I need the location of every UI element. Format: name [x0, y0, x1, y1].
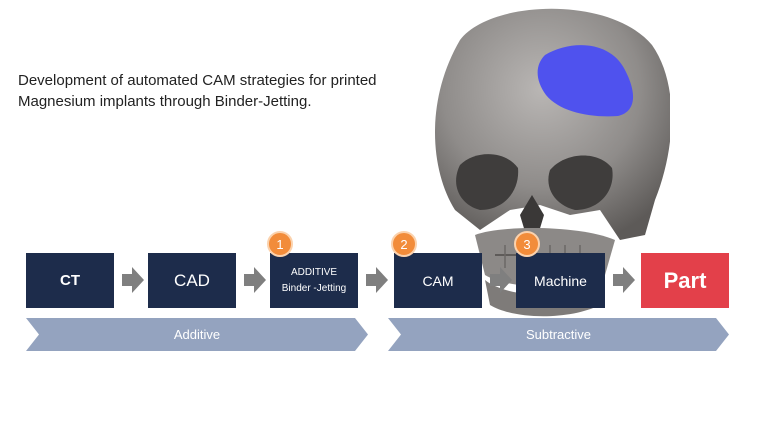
band-additive-shape: [26, 318, 368, 351]
band-subtractive-shape: [388, 318, 729, 351]
step-ct: CT: [26, 253, 114, 308]
step-machine-label: Machine: [534, 272, 587, 289]
step-cad: CAD: [148, 253, 236, 308]
badge-3: 3: [514, 231, 540, 257]
band-additive-label: Additive: [173, 327, 221, 342]
step-ct-label: CT: [60, 272, 80, 289]
band-subtractive-label: Subtractive: [525, 327, 592, 342]
step-machine: Machine: [516, 253, 605, 308]
step-cad-label: CAD: [174, 270, 210, 290]
badge-1: 1: [267, 231, 293, 257]
step-cam: CAM: [394, 253, 482, 308]
description-text: Development of automated CAM strategies …: [18, 72, 377, 110]
step-part-label: Part: [663, 267, 707, 293]
step-additive-title: ADDITIVE: [290, 266, 338, 278]
step-additive-subtitle: Binder -Jetting: [281, 282, 347, 294]
step-additive: ADDITIVE Binder -Jetting: [270, 253, 358, 308]
badge-2: 2: [391, 231, 417, 257]
step-cam-label: CAM: [422, 272, 454, 289]
step-part: Part: [641, 253, 729, 308]
implant-region: [537, 45, 634, 117]
